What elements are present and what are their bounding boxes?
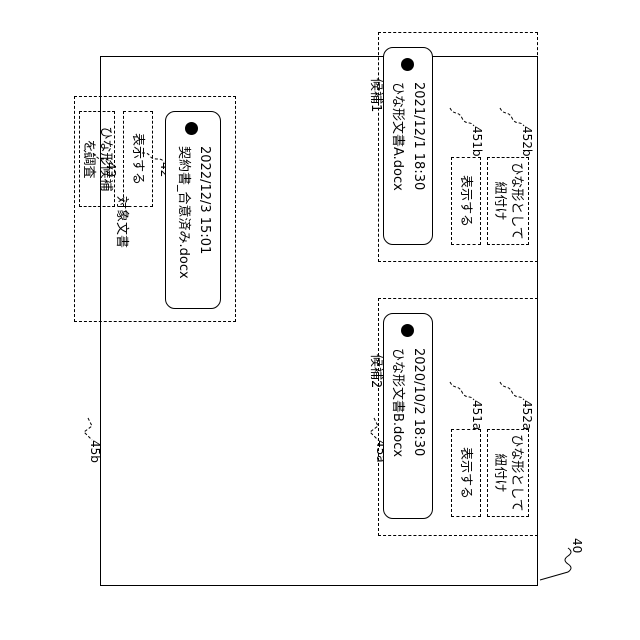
search-button-line2: を調査 (80, 139, 97, 178)
candidate-2-datetime: 2020/10/2 18:30 (410, 348, 427, 456)
candidate-2-link-button[interactable]: ひな形として 紐付け (487, 429, 529, 517)
search-button-line1: ひな形候補 (97, 126, 114, 191)
link-button-line1: ひな形として (508, 434, 525, 512)
leader-45a (370, 418, 378, 440)
candidate-1-datetime: 2021/12/1 18:30 (410, 82, 427, 190)
ref-40: 40 (570, 538, 584, 553)
leader-45b (84, 418, 92, 440)
candidate-1-panel: 2021/12/1 18:30 ひな形文書A.docx 表示する ひな形として … (378, 32, 538, 262)
link-button-line1: ひな形として (508, 162, 525, 240)
candidate-2-filename: ひな形文書B.docx (389, 348, 406, 457)
target-panel: 2022/12/3 15:01 契約書_合意済み.docx 表示する ひな形候補… (74, 96, 236, 322)
target-search-candidates-button[interactable]: ひな形候補 を調査 (79, 111, 115, 207)
candidate-2-file-card[interactable]: 2020/10/2 18:30 ひな形文書B.docx (383, 313, 433, 519)
link-button-line2: 紐付け (491, 453, 508, 492)
candidate-1-file-card[interactable]: 2021/12/1 18:30 ひな形文書A.docx (383, 47, 433, 245)
target-file-card[interactable]: 2022/12/3 15:01 契約書_合意済み.docx (165, 111, 221, 309)
document-dot-icon (401, 324, 414, 337)
leader-40 (540, 548, 571, 580)
ref-45b: 45b (88, 440, 102, 463)
target-show-button[interactable]: 表示する (123, 111, 153, 207)
candidate-1-link-button[interactable]: ひな形として 紐付け (487, 157, 529, 245)
document-dot-icon (185, 122, 198, 135)
candidate-2-panel: 2020/10/2 18:30 ひな形文書B.docx 表示する ひな形として … (378, 298, 538, 536)
candidate-2-show-button[interactable]: 表示する (451, 429, 481, 517)
document-dot-icon (401, 58, 414, 71)
target-filename: 契約書_合意済み.docx (175, 146, 192, 279)
candidate-1-show-button[interactable]: 表示する (451, 157, 481, 245)
link-button-line2: 紐付け (491, 181, 508, 220)
candidate-1-filename: ひな形文書A.docx (389, 82, 406, 191)
target-datetime: 2022/12/3 15:01 (196, 146, 213, 254)
